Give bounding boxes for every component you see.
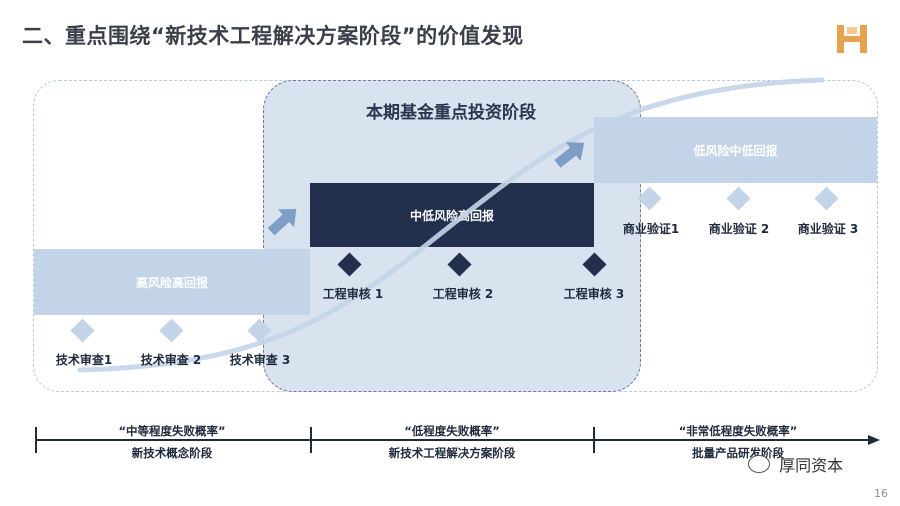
timeline-stage-1: 新技术概念阶段: [131, 446, 213, 460]
step-arrow-1-icon: [267, 208, 297, 236]
timeline-prob-3: “非常低程度失败概率”: [678, 424, 798, 438]
milestone-tech-3-label: 技术审查 3: [229, 353, 291, 367]
milestone-eng-1-label: 工程审核 1: [322, 287, 384, 301]
milestone-biz-3-label: 商业验证 3: [797, 222, 859, 236]
watermark-text: 厚同资本: [779, 456, 844, 475]
milestone-biz-1-label: 商业验证1: [622, 222, 680, 236]
page-title: 二、重点围绕“新技术工程解决方案阶段”的价值发现: [22, 24, 524, 48]
band-high-risk-label: 高风险高回报: [135, 275, 208, 290]
step-arrow-2-icon: [554, 142, 585, 168]
wechat-icon: [748, 455, 770, 473]
company-logo: [837, 25, 867, 53]
band-mid-risk: 中低风险高回报: [310, 183, 594, 247]
band-low-risk-label: 低风险中低回报: [693, 143, 778, 158]
band-low-risk: 低风险中低回报: [594, 117, 877, 183]
timeline-prob-2: “低程度失败概率”: [404, 424, 500, 438]
timeline-prob-1: “中等程度失败概率”: [118, 424, 226, 438]
page-number: 16: [874, 487, 888, 500]
watermark: 厚同资本: [748, 452, 843, 476]
band-high-risk: 高风险高回报: [34, 249, 310, 315]
milestone-eng-3-label: 工程审核 3: [563, 287, 625, 301]
milestone-tech-1-label: 技术审查1: [55, 353, 113, 367]
band-mid-risk-label: 中低风险高回报: [409, 208, 494, 223]
focus-stage-title: 本期基金重点投资阶段: [366, 103, 536, 123]
milestone-eng-2-label: 工程审核 2: [432, 287, 494, 301]
milestone-tech-2-label: 技术审查 2: [140, 353, 202, 367]
timeline-stage-2: 新技术工程解决方案阶段: [388, 446, 516, 460]
milestone-biz-2-label: 商业验证 2: [708, 222, 770, 236]
